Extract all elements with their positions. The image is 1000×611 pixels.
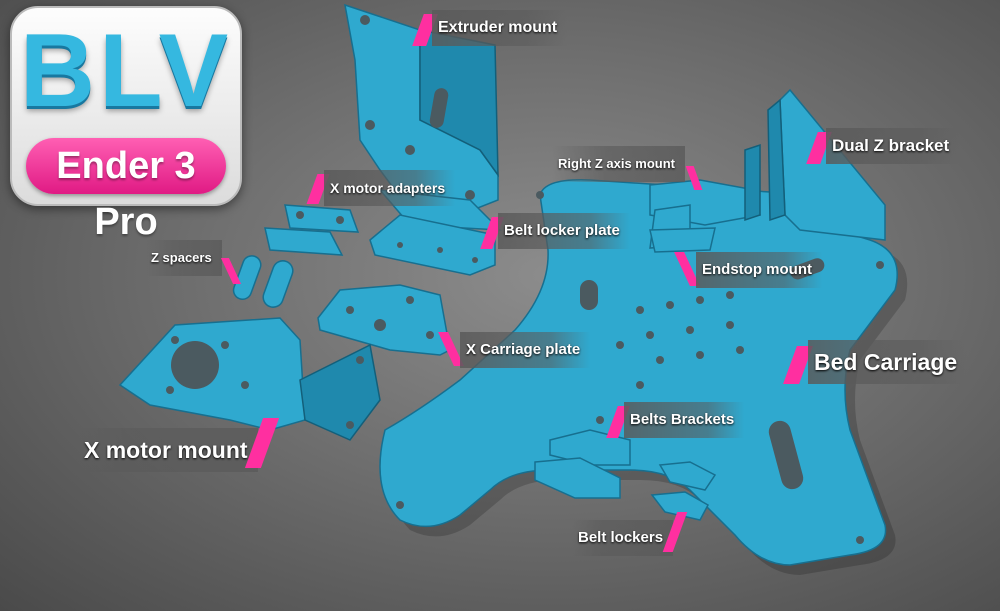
label-x-carriage-plate: X Carriage plate xyxy=(460,332,591,368)
belt-locker-plate-part xyxy=(369,214,496,276)
label-right-z-axis-mount: Right Z axis mount xyxy=(552,146,685,182)
x-carriage-plate-part xyxy=(317,284,451,356)
label-dual-z-bracket: Dual Z bracket xyxy=(826,128,960,164)
z-spacers-part xyxy=(232,255,294,308)
label-endstop-mount: Endstop mount xyxy=(696,252,822,288)
x-motor-mount-part xyxy=(118,317,381,441)
logo-brand-text: BLV xyxy=(19,13,233,129)
right-z-axis-mount-part xyxy=(649,143,761,253)
label-x-motor-mount: X motor mount xyxy=(78,428,258,472)
logo-model-badge: Ender 3 Pro xyxy=(26,138,226,243)
blv-logo: BLV Ender 3 Pro xyxy=(10,6,242,243)
dual-z-bracket-part xyxy=(767,88,886,241)
belt-lockers-part xyxy=(650,461,717,521)
x-motor-adapters-part xyxy=(264,204,360,256)
label-extruder-mount: Extruder mount xyxy=(432,10,568,46)
belts-brackets-part xyxy=(534,429,631,499)
label-belt-locker-plate: Belt locker plate xyxy=(498,213,630,249)
label-bed-carriage: Bed Carriage xyxy=(808,340,968,384)
label-belts-brackets: Belts Brackets xyxy=(624,402,745,438)
label-x-motor-adapters: X motor adapters xyxy=(324,170,456,206)
label-z-spacers: Z spacers xyxy=(145,240,222,276)
label-belt-lockers: Belt lockers xyxy=(572,520,674,556)
